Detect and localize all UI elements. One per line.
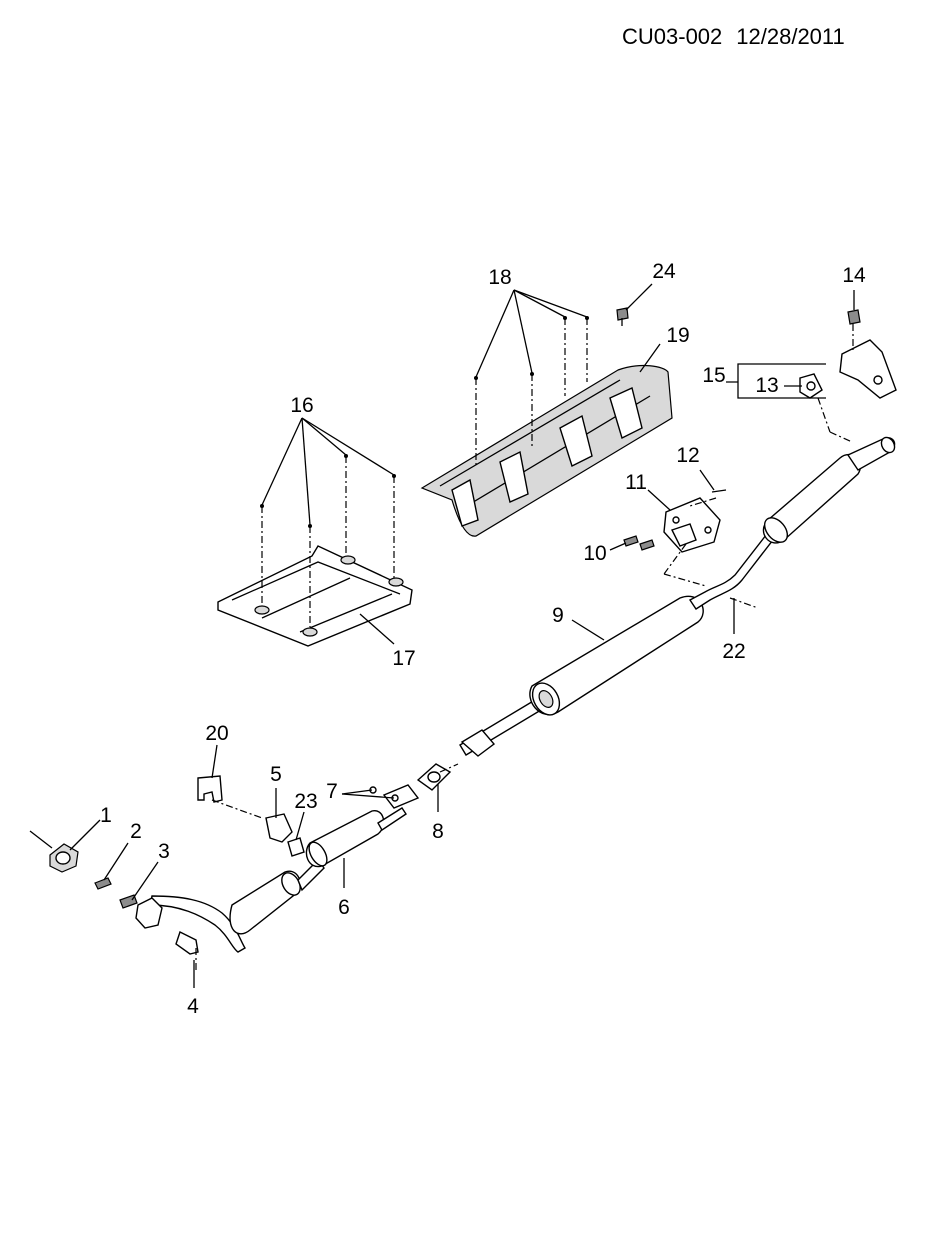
- callout-13: 13: [755, 374, 778, 397]
- callout-11: 11: [625, 471, 647, 494]
- leader-lines: [69, 283, 855, 988]
- callout-20: 20: [205, 722, 228, 745]
- callout-6: 6: [338, 896, 350, 919]
- callout-22: 22: [722, 640, 745, 663]
- front-small-parts: [29, 763, 459, 970]
- drawing-code: CU03-002: [622, 24, 723, 49]
- heat-shield-center: [420, 307, 673, 537]
- callout-2: 2: [130, 820, 142, 843]
- callout-15: 15: [702, 364, 725, 387]
- callout-23: 23: [294, 790, 317, 813]
- exhaust-pipe-assembly: [149, 436, 896, 953]
- rear-hanger-parts: [623, 309, 897, 609]
- heat-shield-front: [217, 454, 413, 647]
- callout-labels: 1 2 3 4 5 6 7 8 9 10 11 12 13 14 15 16 1…: [100, 260, 866, 1018]
- callout-7: 7: [326, 780, 338, 803]
- callout-14: 14: [842, 264, 866, 287]
- callout-17: 17: [392, 647, 415, 670]
- callout-8: 8: [432, 820, 444, 843]
- callout-4: 4: [187, 995, 199, 1018]
- callout-12: 12: [676, 444, 699, 467]
- callout-3: 3: [158, 840, 170, 863]
- callout-24: 24: [652, 260, 676, 283]
- callout-10: 10: [583, 542, 606, 565]
- drawing-date: 12/28/2011: [736, 24, 845, 49]
- diagram-header: CU03-002 12/28/2011: [622, 24, 859, 50]
- callout-16: 16: [290, 394, 313, 417]
- callout-9: 9: [552, 604, 564, 627]
- callout-18: 18: [488, 266, 511, 289]
- callout-5: 5: [270, 763, 282, 786]
- callout-19: 19: [666, 324, 689, 347]
- callout-1: 1: [100, 804, 112, 827]
